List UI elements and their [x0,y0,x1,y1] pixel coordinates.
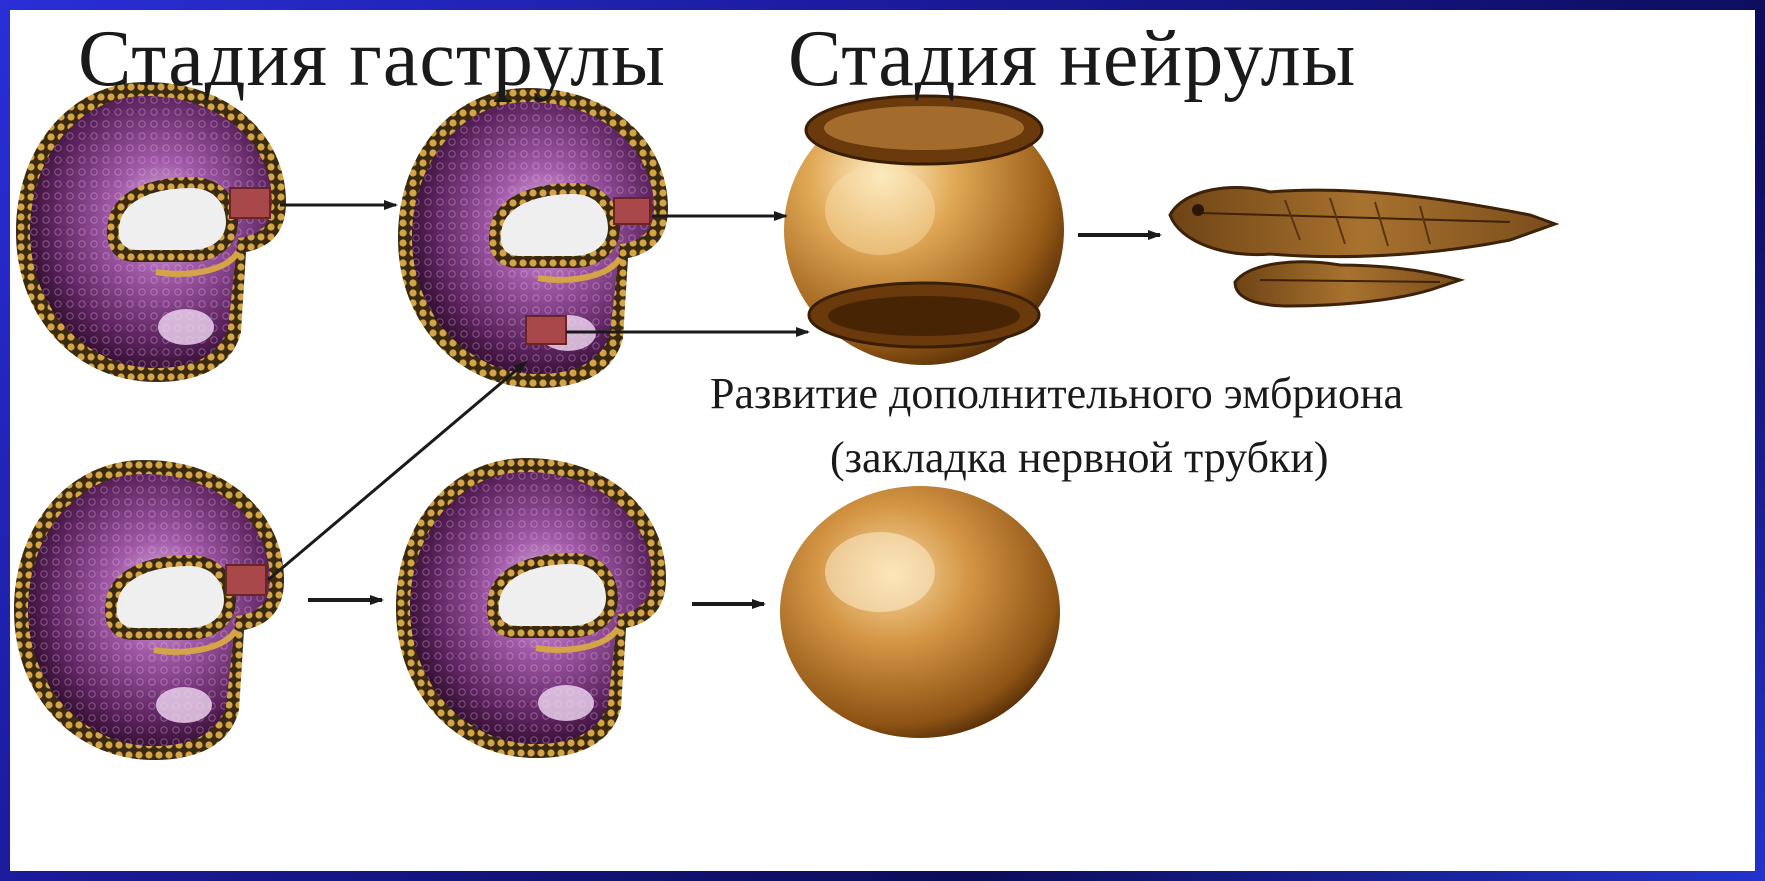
diagram-canvas: Стадия гаструлы Стадия нейрулы Развитие … [10,10,1755,871]
title-gastrula-stage: Стадия гаструлы [78,14,666,105]
neurula-single-sphere [780,486,1060,738]
title-neurula-stage: Стадия нейрулы [788,14,1356,105]
graft-square-top-dorsal [614,198,650,224]
graft-square-donor [226,565,266,595]
graft-square-top-left [230,188,270,218]
neurula-double-embryo [784,95,1064,365]
embryo-gastrula-top-left [16,82,286,382]
graft-square-implanted [526,316,566,344]
embryo-gastrula-bottom-left [14,460,284,760]
double-tadpole-embryo [1170,187,1555,306]
embryo-gastrula-bottom-right [396,458,666,758]
caption-line-1: Развитие дополнительного эмбриона [710,368,1403,419]
caption-line-2: (закладка нервной трубки) [830,432,1329,483]
